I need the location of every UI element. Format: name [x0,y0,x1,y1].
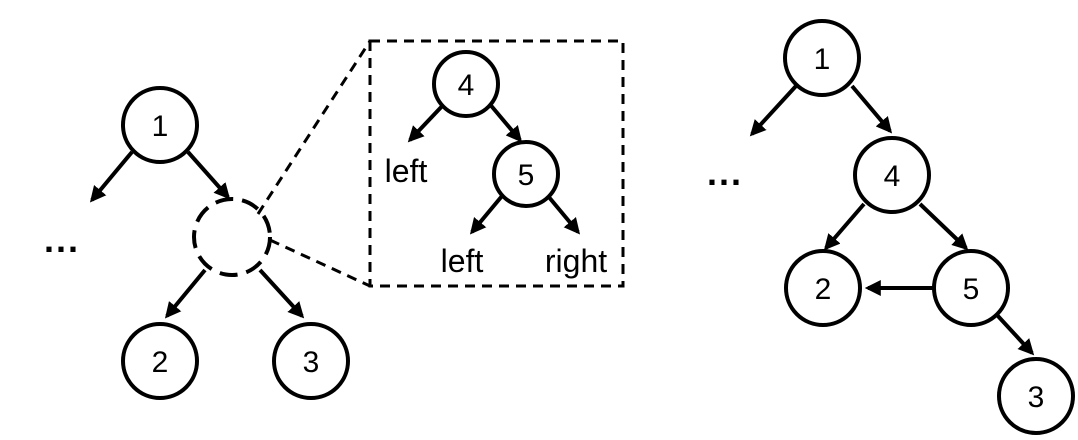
zoom-edge-4-to-5 [486,100,523,143]
zoom-node-5-label: 5 [518,159,535,192]
right-node-1 [783,19,861,97]
right-node-3-label: 3 [1028,381,1045,414]
right-node-2-label: 2 [815,273,832,306]
zoom-node-4-label: 4 [458,69,475,102]
left-node-2 [121,322,199,400]
right-node-4 [853,136,931,214]
right-node-3 [997,357,1075,435]
right-edge-4-to-5 [918,202,969,251]
right-edge-4-to-2 [823,202,866,251]
zoom-callout: 4 left 5 left right [256,39,625,288]
zoom-node-5 [492,140,560,208]
left-ellipsis: ... [44,219,80,260]
left-placeholder-node [192,197,272,277]
zoom-box [368,39,625,288]
zoom-edge-5-left [469,194,504,235]
zoom-label-left-bottom: left [441,243,484,279]
left-tree: 1 ... 2 3 [44,86,350,400]
zoom-connector-bottom [269,238,371,288]
left-edge-1-to-ellipsis [89,150,134,203]
right-ellipsis: ... [707,152,743,193]
left-node-3 [272,322,350,400]
right-node-4-label: 4 [884,160,901,193]
zoom-label-left-top: left [385,153,428,189]
right-edge-1-to-ellipsis [749,84,798,137]
zoom-connector-top [256,40,372,215]
left-edge-placeholder-to-2 [164,268,207,319]
zoom-edge-5-right [546,194,581,235]
left-node-3-label: 3 [303,346,320,379]
zoom-node-4 [432,50,500,118]
zoom-edge-4-left [407,100,448,143]
right-edge-5-to-3 [995,313,1035,356]
left-node-2-label: 2 [152,346,169,379]
zoom-label-right-bottom: right [545,243,607,279]
left-node-1-label: 1 [152,110,169,143]
left-edge-1-to-placeholder [186,150,231,200]
right-edge-1-to-4 [850,84,893,134]
right-node-5 [932,249,1010,327]
right-node-5-label: 5 [963,273,980,306]
right-node-1-label: 1 [814,43,831,76]
left-node-1 [121,86,199,164]
right-node-2 [784,249,862,327]
right-tree: 1 ... 4 2 5 3 [707,19,1075,435]
left-edge-placeholder-to-3 [258,268,305,319]
